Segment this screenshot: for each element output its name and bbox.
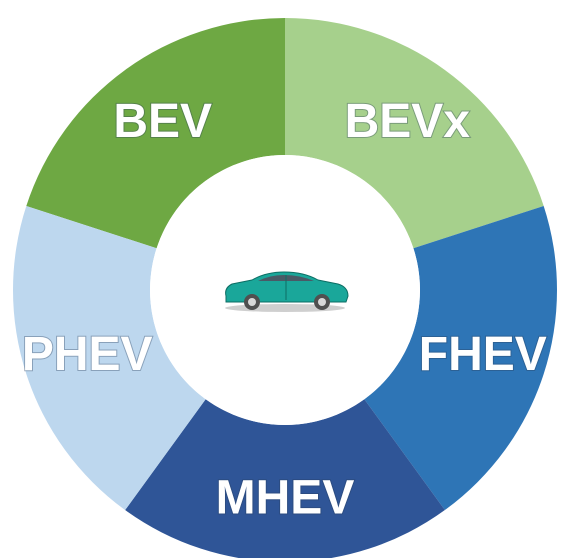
segment-label-mhev: MHEV [216,472,355,525]
car-front-rim [318,298,326,306]
segment-bevx [285,18,544,249]
segment-mhev [125,399,445,558]
segment-label-bevx: BEVx [345,95,471,148]
segment-phev [12,205,206,511]
segment-fhev [364,205,557,511]
car-body [225,271,349,303]
ring-segments [12,18,557,558]
segment-label-fhev: FHEV [419,328,547,381]
segment-label-bev: BEV [113,95,212,148]
segment-label-phev: PHEV [22,328,153,381]
car-icon [225,271,349,312]
segment-bev [26,18,286,249]
car-rear-rim [248,298,256,306]
